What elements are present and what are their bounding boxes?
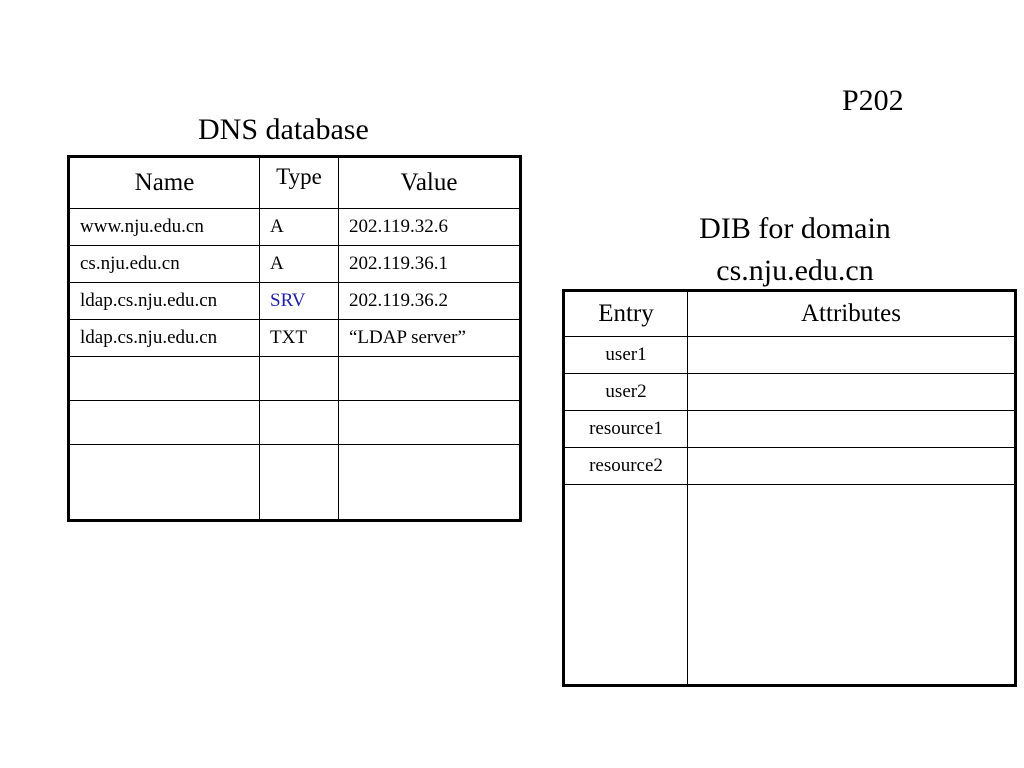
cell-type: A [259,245,339,283]
cell-attributes [687,410,1016,448]
cell-empty [259,444,339,521]
dns-database-title: DNS database [198,113,369,146]
table-row-empty [68,356,521,401]
table-row-empty [68,400,521,445]
cell-attributes [687,373,1016,411]
cell-empty [68,400,260,445]
cell-entry: resource1 [563,410,688,448]
cell-value: 202.119.36.1 [338,245,521,283]
table-row: cs.nju.edu.cn A 202.119.36.1 [68,245,521,283]
table-row-empty [68,444,521,521]
cell-empty [68,356,260,401]
cell-empty [68,444,260,521]
table-row: ldap.cs.nju.edu.cn SRV 202.119.36.2 [68,282,521,320]
table-row: resource2 [563,447,1016,485]
cell-type: TXT [259,319,339,357]
cell-empty [338,356,521,401]
table-row: ldap.cs.nju.edu.cn TXT “LDAP server” [68,319,521,357]
table-row: resource1 [563,410,1016,448]
cell-value: 202.119.32.6 [338,208,521,246]
cell-value: 202.119.36.2 [338,282,521,320]
dib-table: Entry Attributes user1 user2 resource1 r… [562,289,1017,687]
cell-attributes [687,336,1016,374]
dib-title-line1: DIB for domain [699,212,891,245]
table-row: www.nju.edu.cn A 202.119.32.6 [68,208,521,246]
table-header-row: Entry Attributes [563,290,1016,337]
cell-entry: user2 [563,373,688,411]
cell-type: A [259,208,339,246]
cell-empty [563,484,688,686]
cell-entry: user1 [563,336,688,374]
cell-empty [338,400,521,445]
cell-empty [687,484,1016,686]
page-number: P202 [842,84,904,117]
cell-name: cs.nju.edu.cn [68,245,260,283]
table-header-row: Name Type Value [68,156,521,209]
cell-empty [338,444,521,521]
cell-empty [259,356,339,401]
cell-name: ldap.cs.nju.edu.cn [68,319,260,357]
cell-value: “LDAP server” [338,319,521,357]
cell-attributes [687,447,1016,485]
table-row-empty [563,484,1016,686]
column-header-name: Name [68,156,260,209]
column-header-entry: Entry [563,290,688,337]
cell-entry: resource2 [563,447,688,485]
cell-empty [259,400,339,445]
table-row: user1 [563,336,1016,374]
column-header-type: Type [259,156,339,209]
cell-name: www.nju.edu.cn [68,208,260,246]
column-header-attributes: Attributes [687,290,1016,337]
dib-title-line2: cs.nju.edu.cn [716,254,874,287]
cell-type-srv: SRV [259,282,339,320]
column-header-value: Value [338,156,521,209]
dns-database-table: Name Type Value www.nju.edu.cn A 202.119… [67,155,522,522]
dib-title: DIB for domain cs.nju.edu.cn [660,208,930,292]
cell-name: ldap.cs.nju.edu.cn [68,282,260,320]
table-row: user2 [563,373,1016,411]
